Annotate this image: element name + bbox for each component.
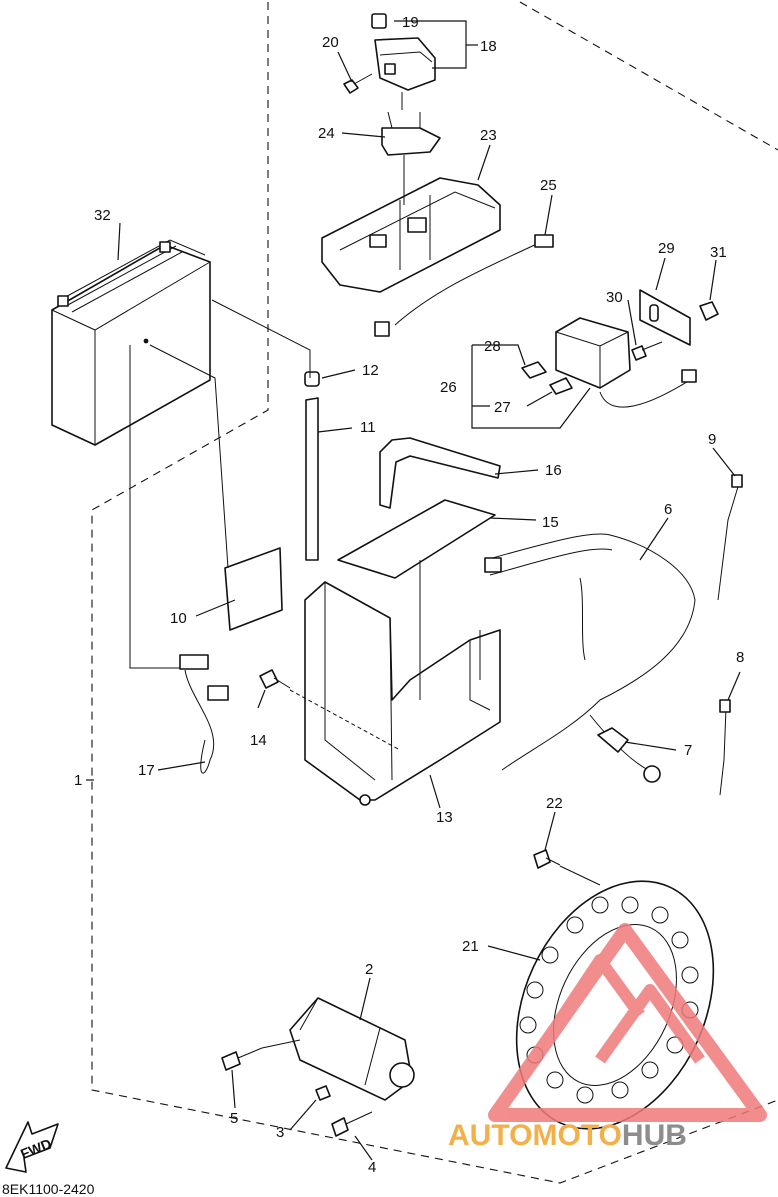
callout-14: 14 — [250, 732, 267, 749]
drawing-code: 8EK1100-2420 — [2, 1181, 95, 1197]
battery-box-13 — [304, 581, 501, 806]
bolt-30 — [631, 341, 663, 361]
clamp-7 — [597, 727, 629, 753]
leader-lines — [86, 20, 741, 1161]
starter-relay — [371, 13, 436, 91]
bracket-29 — [639, 289, 691, 346]
callout-19: 19 — [402, 14, 419, 31]
fuse-box-26 — [521, 317, 697, 408]
bracket-24 — [381, 111, 441, 156]
callout-20: 20 — [322, 34, 339, 51]
band-16 — [379, 437, 501, 509]
bolt-14 — [259, 669, 291, 689]
assembly-lines — [149, 92, 601, 1049]
callout-29: 29 — [658, 240, 675, 257]
callout-23: 23 — [480, 127, 497, 144]
screw-20 — [343, 73, 373, 94]
watermark-text-auto: AUTO — [448, 1119, 532, 1152]
callout-31: 31 — [710, 244, 727, 261]
callout-13: 13 — [436, 809, 453, 826]
callout-15: 15 — [542, 514, 559, 531]
callout-10: 10 — [170, 610, 187, 627]
tie-9 — [717, 474, 743, 601]
fwd-arrow: FWD — [5, 1121, 59, 1173]
callout-labels: 19 18 20 24 23 25 32 29 31 30 28 26 27 1… — [74, 14, 744, 1176]
callout-9: 9 — [708, 431, 716, 448]
assembly-boundary — [91, 1, 778, 1184]
rod-11 — [304, 371, 320, 561]
callout-3: 3 — [276, 1124, 284, 1141]
watermark-text: AUTOMOTOHUB — [448, 1119, 687, 1152]
callout-7: 7 — [684, 742, 692, 759]
callout-28: 28 — [484, 338, 501, 355]
watermark-text-moto: MOTO — [532, 1119, 621, 1152]
bolt-22 — [533, 849, 561, 869]
callout-2: 2 — [365, 961, 373, 978]
callout-26: 26 — [440, 379, 457, 396]
cover-23 — [321, 177, 501, 293]
callout-5: 5 — [230, 1110, 238, 1127]
callout-8: 8 — [736, 649, 744, 666]
callout-16: 16 — [545, 462, 562, 479]
lead-17 — [129, 345, 229, 774]
callout-22: 22 — [546, 795, 563, 812]
callout-12: 12 — [362, 362, 379, 379]
starter-motor-2 — [289, 997, 415, 1101]
nut-31 — [699, 301, 719, 321]
nut-3 — [315, 1085, 331, 1101]
callout-30: 30 — [606, 289, 623, 306]
callout-1: 1 — [74, 772, 82, 789]
sheet-15 — [337, 499, 496, 579]
callout-11: 11 — [360, 419, 376, 436]
callout-25: 25 — [540, 177, 557, 194]
bolt-5 — [221, 1047, 263, 1071]
callout-17: 17 — [138, 762, 155, 779]
sheet-10 — [224, 547, 283, 631]
watermark-logo — [488, 923, 767, 1122]
lead-25 — [374, 234, 554, 337]
battery — [51, 239, 211, 446]
bolt-4 — [331, 1111, 373, 1137]
wire-lead-6 — [484, 533, 696, 783]
callout-21: 21 — [462, 938, 479, 955]
watermark-text-hub: HUB — [622, 1119, 687, 1152]
callout-6: 6 — [664, 501, 672, 518]
callout-27: 27 — [494, 399, 511, 416]
callout-4: 4 — [368, 1159, 376, 1176]
callout-18: 18 — [480, 38, 497, 55]
ring-gear-21 — [515, 880, 715, 1130]
callout-32: 32 — [94, 207, 111, 224]
tie-8 — [719, 699, 731, 796]
callout-24: 24 — [318, 125, 335, 142]
